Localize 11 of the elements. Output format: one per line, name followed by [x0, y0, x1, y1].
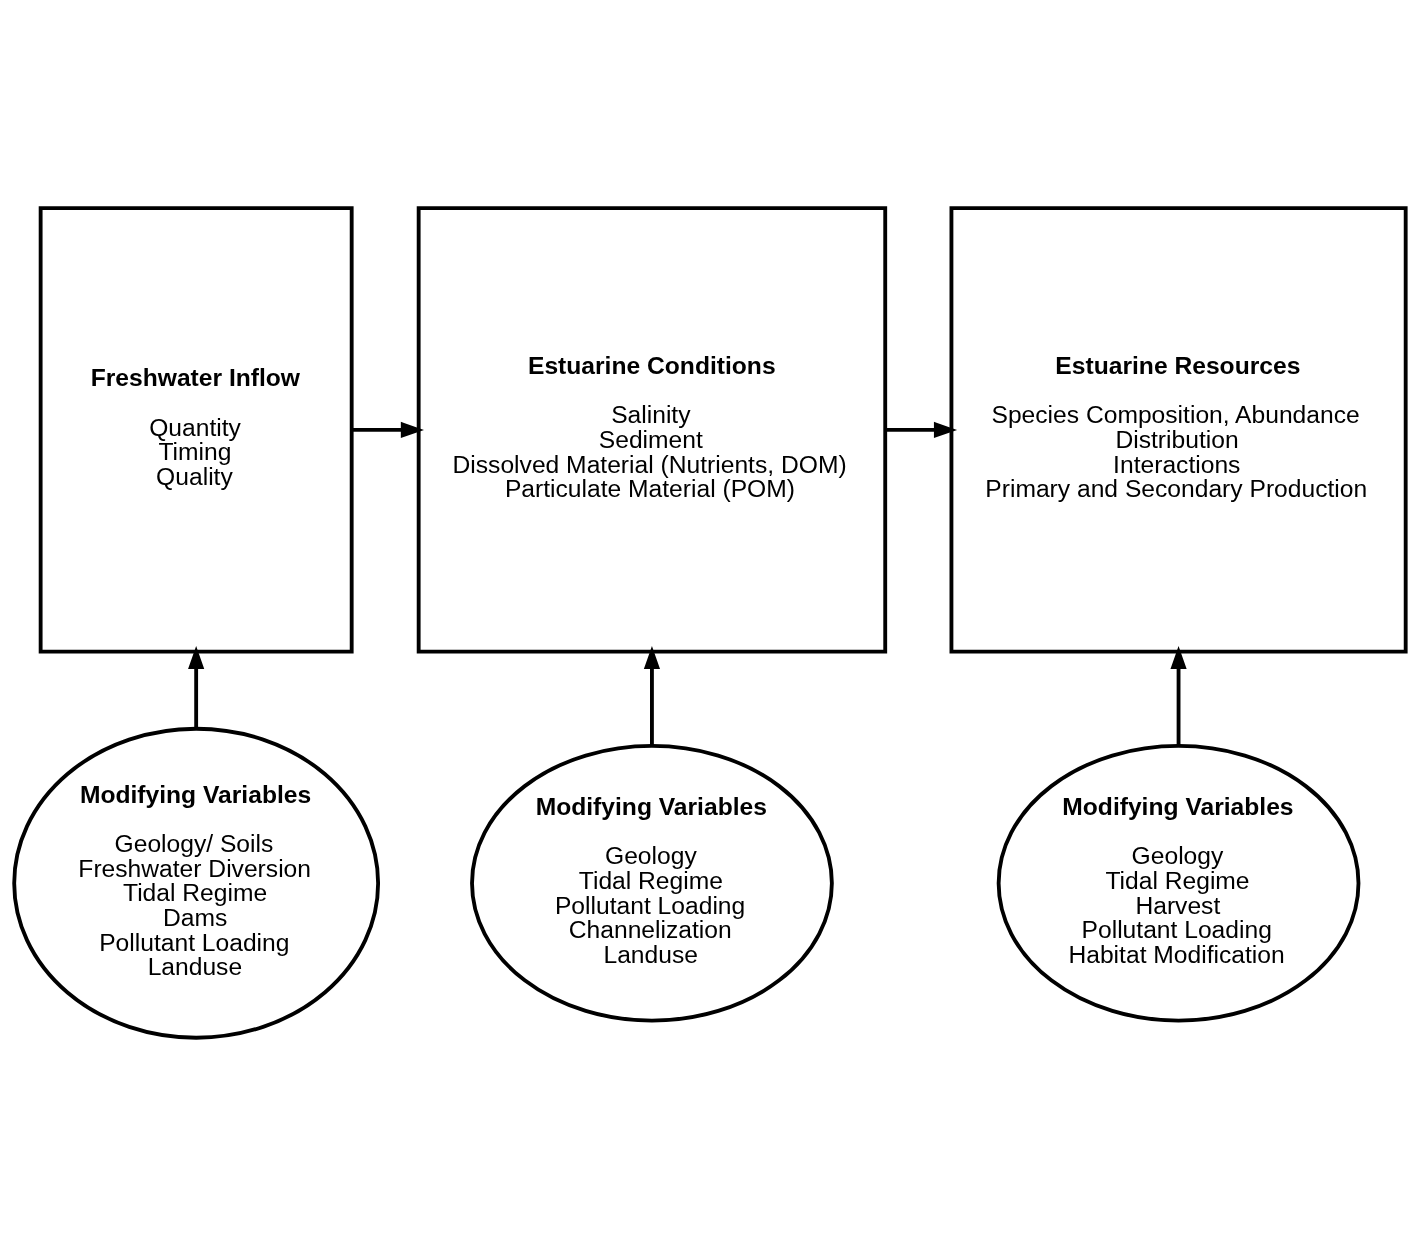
- arrow: [188, 645, 205, 728]
- arrow: [643, 645, 661, 746]
- arrow: [1170, 645, 1187, 746]
- node-box: Estuarine Conditions Salinity Sediment Dissolved Material (Nutrients, DOM) Particulate Material (POM): [416, 206, 888, 654]
- arrow: [885, 421, 958, 438]
- node-box: Freshwater Inflow Quantity Timing Quality: [38, 206, 354, 654]
- node-ellipse: Modifying Variables Geology Tidal Regime Harvest Pollutant Loading Habitat Modification: [996, 743, 1361, 1023]
- node-ellipse: Modifying Variables Geology/ Soils Freshwater Diversion Tidal Regime Dams Pollutant Loading Landuse: [12, 726, 381, 1040]
- node-ellipse: Modifying Variables Geology Tidal Regime Pollutant Loading Channelization Landuse: [470, 743, 834, 1023]
- arrow: [351, 421, 424, 438]
- node-box: Estuarine Resources Species Composition, Abundance Distribution Interactions Primary and Secondary Production: [949, 206, 1408, 654]
